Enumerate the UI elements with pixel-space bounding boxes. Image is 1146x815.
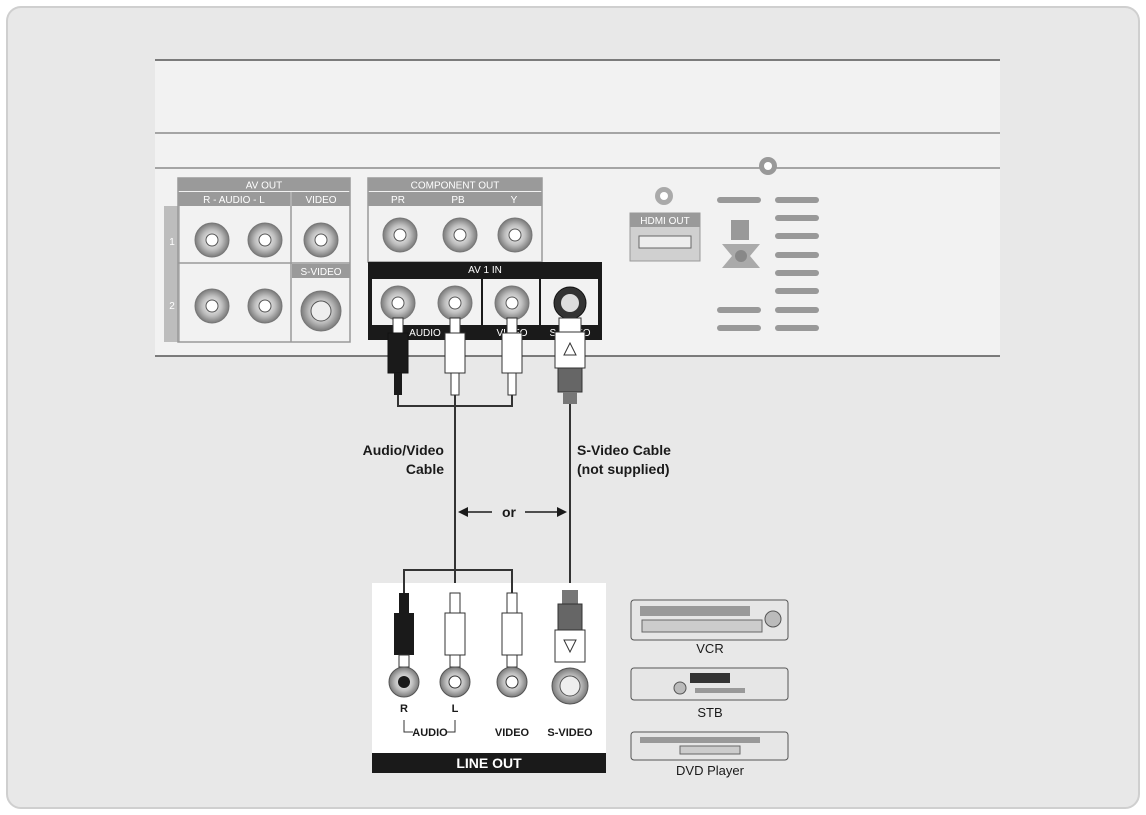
av-out-svideo-label: S-VIDEO	[300, 267, 341, 278]
line-out-svideo-label: S-VIDEO	[547, 727, 593, 739]
av-out-label: AV OUT	[246, 181, 282, 192]
av1-in-label: AV 1 IN	[468, 265, 502, 276]
line-out-audio-label: AUDIO	[412, 727, 448, 739]
line-out-video-label: VIDEO	[495, 727, 530, 739]
svideo-cable-label-line2: (not supplied)	[577, 461, 670, 477]
av1-audio-label: AUDIO	[409, 328, 441, 339]
hdmi-port	[629, 187, 701, 262]
component-out-label: COMPONENT OUT	[411, 181, 500, 192]
av-cable-top	[387, 317, 523, 583]
svideo-cable-top	[554, 317, 586, 590]
dvd-device	[630, 731, 789, 761]
row-2-label: 2	[169, 301, 175, 312]
stb-device	[630, 667, 789, 701]
line-out-title: LINE OUT	[456, 755, 522, 771]
svideo-cable-label-line1: S-Video Cable	[577, 442, 671, 458]
line-out-r-label: R	[400, 703, 408, 715]
av-out-video-label: VIDEO	[305, 195, 336, 206]
component-out-block	[367, 177, 543, 263]
av-out-block	[164, 177, 351, 343]
vent-grille	[717, 157, 819, 331]
dvd-player-label: DVD Player	[676, 763, 745, 778]
line-out-panel	[372, 569, 606, 773]
vcr-device	[630, 599, 789, 641]
pb-label: PB	[451, 195, 465, 206]
av-cable-label-line2: Cable	[406, 461, 444, 477]
pr-label: PR	[391, 195, 405, 206]
hdmi-out-label: HDMI OUT	[640, 216, 689, 227]
y-label: Y	[511, 195, 518, 206]
vcr-label: VCR	[696, 641, 723, 656]
stb-label: STB	[697, 705, 722, 720]
av1-in-block	[368, 262, 602, 340]
line-out-l-label: L	[452, 703, 459, 715]
or-label: or	[502, 504, 517, 520]
av-cable-label-line1: Audio/Video	[363, 442, 444, 458]
av-out-audio-label: R - AUDIO - L	[203, 195, 265, 206]
or-arrow	[458, 507, 567, 517]
row-1-label: 1	[169, 237, 175, 248]
av-out-jacks	[194, 222, 342, 332]
